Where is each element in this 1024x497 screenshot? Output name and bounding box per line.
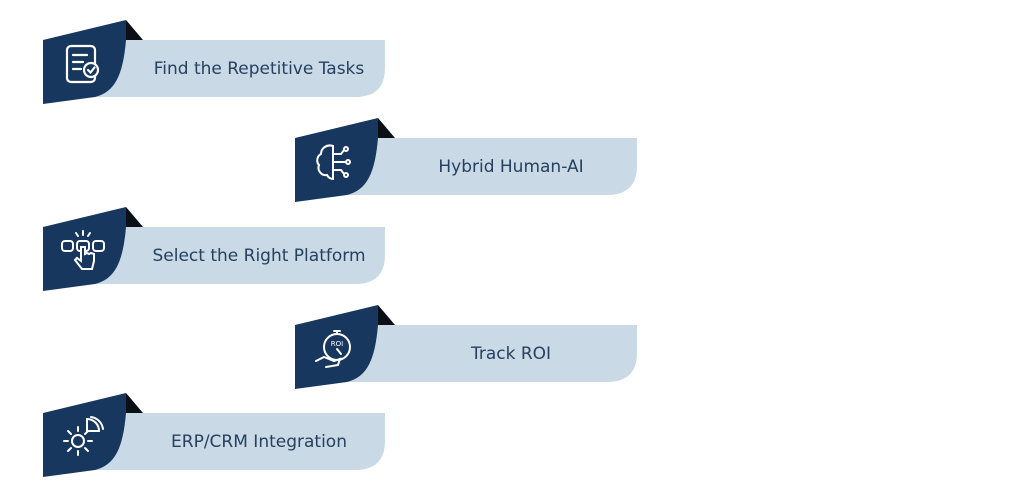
step-hybrid-human-ai: Hybrid Human-AI [295,118,640,203]
checklist-icon [65,44,100,84]
brain-circuit-icon [316,144,351,181]
step-banner-shape [43,393,385,477]
svg-text:ROI: ROI [331,340,343,348]
gears-icon [63,416,104,456]
step-banner-shape [295,118,637,202]
step-label: Find the Repetitive Tasks [153,58,365,79]
roi-stopwatch-icon: ROI [315,330,351,368]
step-select-right-platform: Select the Right Platform [43,207,388,292]
step-banner-shape [43,20,385,104]
step-label: Hybrid Human-AI [438,156,584,177]
step-track-roi: ROI Track ROI [295,305,640,390]
step-label: Select the Right Platform [152,245,366,266]
hand-click-icon [61,230,105,270]
step-erp-crm-integration: ERP/CRM Integration [43,393,388,478]
step-label: ERP/CRM Integration [171,431,347,452]
step-banner-shape [295,305,637,389]
step-label: Track ROI [470,343,552,364]
step-find-repetitive-tasks: Find the Repetitive Tasks [43,20,388,105]
